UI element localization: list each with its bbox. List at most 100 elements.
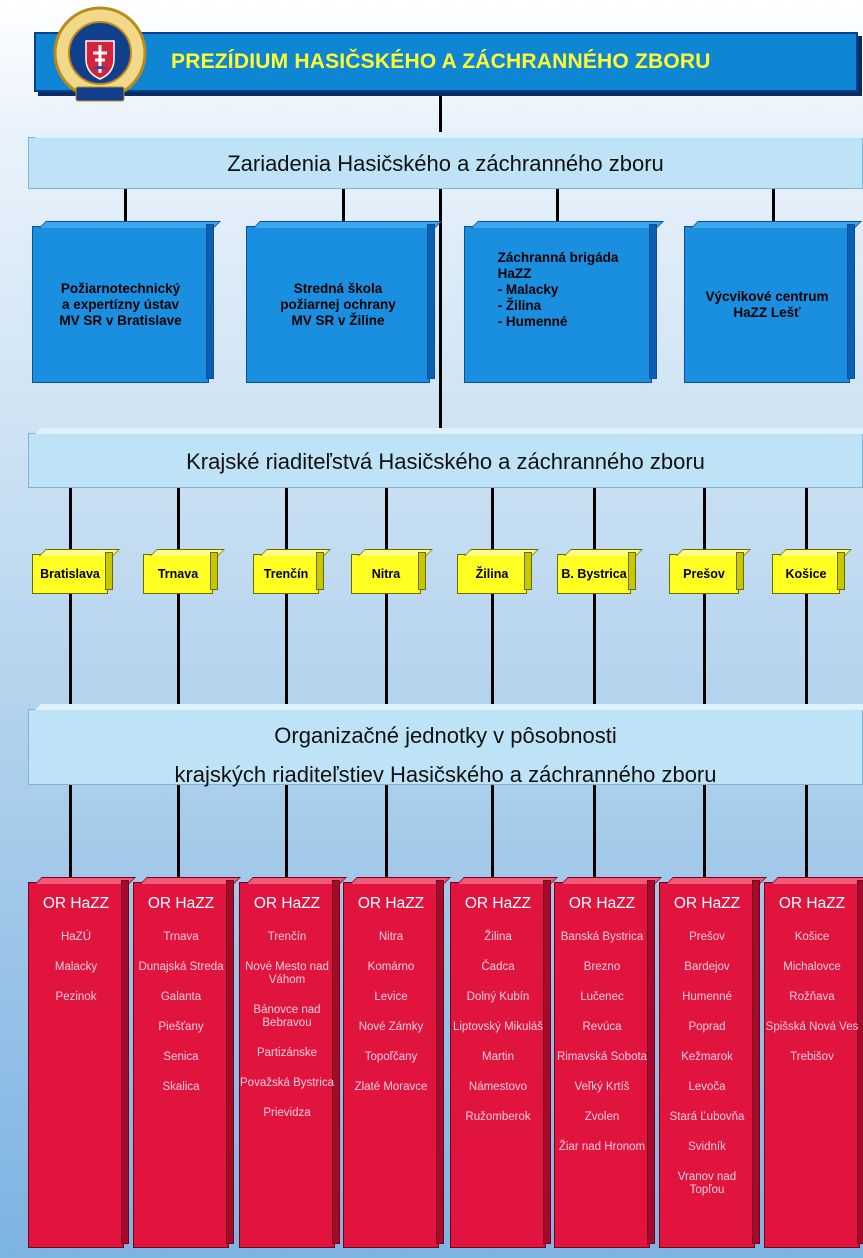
connector-line xyxy=(69,587,72,711)
unit-item: Ružomberok xyxy=(465,1111,531,1123)
connector-line xyxy=(385,587,388,711)
facility-label-line: požiarnej ochrany xyxy=(280,296,396,312)
connector-line xyxy=(177,785,180,885)
organizational-units-band: Organizačné jednotky v pôsobnosti krajsk… xyxy=(28,704,863,787)
connector-line xyxy=(439,189,442,434)
connector-line xyxy=(177,488,180,550)
unit-item: Vranov nad Topľou xyxy=(677,1171,737,1196)
organizational-units-title-line2: krajských riaditeľstiev Hasičského a zác… xyxy=(174,762,717,787)
or-hazz-title: OR HaZZ xyxy=(464,895,532,912)
or-hazz-title: OR HaZZ xyxy=(778,895,846,912)
region-label: Bratislava xyxy=(40,567,100,581)
connector-line xyxy=(703,488,706,550)
region-label: Košice xyxy=(785,567,827,581)
or-hazz-title: OR HaZZ xyxy=(673,895,741,912)
or-hazz-title: OR HaZZ xyxy=(568,895,636,912)
unit-item: Spišská Nová Ves xyxy=(765,1021,859,1033)
facility-label-line: HaZZ Lešť xyxy=(733,304,801,320)
unit-item: Levoča xyxy=(688,1081,726,1093)
unit-item: Humenné xyxy=(682,991,732,1003)
connector-line xyxy=(593,587,596,711)
unit-item: Prešov xyxy=(689,931,725,943)
facility-label-line: Požiarnotechnický xyxy=(60,280,181,296)
unit-item: Zlaté Moravce xyxy=(354,1081,428,1093)
facilities-band-title: Zariadenia Hasičského a záchranného zbor… xyxy=(227,151,664,176)
or-hazz-title: OR HaZZ xyxy=(147,895,215,912)
unit-item: Komárno xyxy=(367,961,415,973)
connector-line xyxy=(805,488,808,550)
facility-label-line: Záchranná brigáda xyxy=(497,249,619,265)
unit-item: Piešťany xyxy=(158,1021,204,1033)
unit-item: Čadca xyxy=(481,961,515,973)
connector-line xyxy=(69,488,72,550)
unit-item: Malacky xyxy=(54,961,98,973)
connector-line xyxy=(177,587,180,711)
unit-item: Revúca xyxy=(582,1021,622,1033)
unit-item: Košice xyxy=(794,931,830,943)
connector-line xyxy=(342,189,345,226)
fire-rescue-emblem-logo xyxy=(53,6,147,102)
unit-item: Veľký Krtíš xyxy=(574,1081,630,1093)
unit-item: Partizánske xyxy=(256,1047,318,1059)
facility-label-line: MV SR v Žiline xyxy=(291,312,385,328)
unit-item: Rožňava xyxy=(789,991,835,1003)
unit-item: Nitra xyxy=(378,931,404,943)
unit-item: Námestovo xyxy=(468,1081,528,1093)
connector-line xyxy=(593,488,596,550)
region-label: Trenčín xyxy=(263,567,309,581)
region-box-bratislava: Bratislava xyxy=(32,549,120,594)
unit-item: Prievidza xyxy=(263,1107,311,1119)
unit-item: Liptovský Mikuláš xyxy=(452,1021,544,1033)
unit-item: Pezinok xyxy=(55,991,97,1003)
facility-label-line: a expertízny ústav xyxy=(61,296,180,312)
facility-label-line: MV SR v Bratislave xyxy=(59,312,182,328)
unit-item: Poprad xyxy=(688,1021,726,1033)
unit-item: Skalica xyxy=(162,1081,200,1093)
unit-item: Kežmarok xyxy=(681,1051,733,1063)
unit-item: Bardejov xyxy=(684,961,730,973)
unit-item: Nové Zámky xyxy=(358,1021,424,1033)
unit-item: Svidník xyxy=(688,1141,726,1153)
unit-item: Nové Mesto nad Váhom xyxy=(245,961,329,986)
unit-item: Bánovce nad Bebravou xyxy=(253,1004,321,1029)
facility-label-line: Stredná škola xyxy=(293,280,383,296)
connector-line xyxy=(805,587,808,711)
connector-line xyxy=(285,587,288,711)
unit-item: Brezno xyxy=(583,961,621,973)
unit-item: Žiar nad Hronom xyxy=(558,1141,646,1153)
region-label: B. Bystrica xyxy=(561,567,627,581)
unit-item: Žilina xyxy=(484,931,512,943)
connector-line xyxy=(69,785,72,885)
unit-item: Trebišov xyxy=(790,1051,834,1063)
unit-item: Topoľčany xyxy=(364,1051,418,1063)
region-label: Prešov xyxy=(683,567,725,581)
unit-item: Senica xyxy=(163,1051,199,1063)
connector-line xyxy=(491,785,494,885)
unit-item: Levice xyxy=(374,991,408,1003)
unit-item: Dunajská Streda xyxy=(138,961,224,973)
region-box-b-bystrica: B. Bystrica xyxy=(557,549,643,594)
unit-item: HaZÚ xyxy=(60,931,92,943)
unit-item: Trenčín xyxy=(267,931,307,943)
unit-item: Stará Ľubovňa xyxy=(669,1111,745,1123)
connector-line xyxy=(593,785,596,885)
connector-line xyxy=(805,785,808,885)
connector-line xyxy=(491,587,494,711)
regional-directorates-title: Krajské riaditeľstvá Hasičského a záchra… xyxy=(186,449,705,474)
